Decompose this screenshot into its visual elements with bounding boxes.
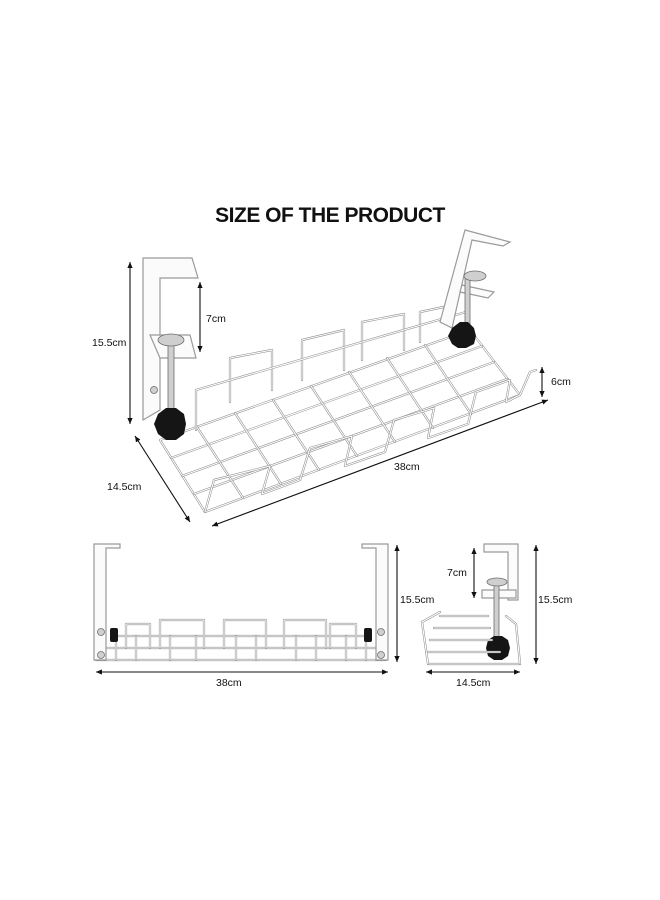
main-width-label: 14.5cm [107, 481, 142, 493]
front-view: 38cm 15.5cm [93, 543, 435, 689]
left-knob-icon [154, 408, 186, 440]
front-left-knob-icon [110, 628, 118, 642]
right-clamp [439, 229, 512, 348]
side-knob-icon [486, 636, 510, 660]
side-width-label: 14.5cm [456, 677, 491, 689]
left-clamp [142, 257, 199, 440]
side-clamp-gap-label: 7cm [447, 567, 467, 579]
main-length-label: 38cm [394, 461, 420, 473]
side-view: 7cm 15.5cm 14.5cm [420, 543, 573, 689]
front-height-label: 15.5cm [400, 594, 435, 606]
front-length-label: 38cm [216, 677, 242, 689]
front-right-knob-icon [364, 628, 372, 642]
wire-basket-3d [158, 304, 538, 514]
main-height-label: 15.5cm [92, 337, 127, 349]
diagram-title: SIZE OF THE PRODUCT [215, 204, 445, 227]
main-basket-depth-label: 6cm [551, 376, 571, 388]
main-perspective-view: 15.5cm 7cm 6cm 38cm 14.5cm [92, 229, 571, 527]
main-clamp-gap-label: 7cm [206, 313, 226, 325]
right-knob-icon [448, 322, 476, 348]
side-height-label: 15.5cm [538, 594, 573, 606]
